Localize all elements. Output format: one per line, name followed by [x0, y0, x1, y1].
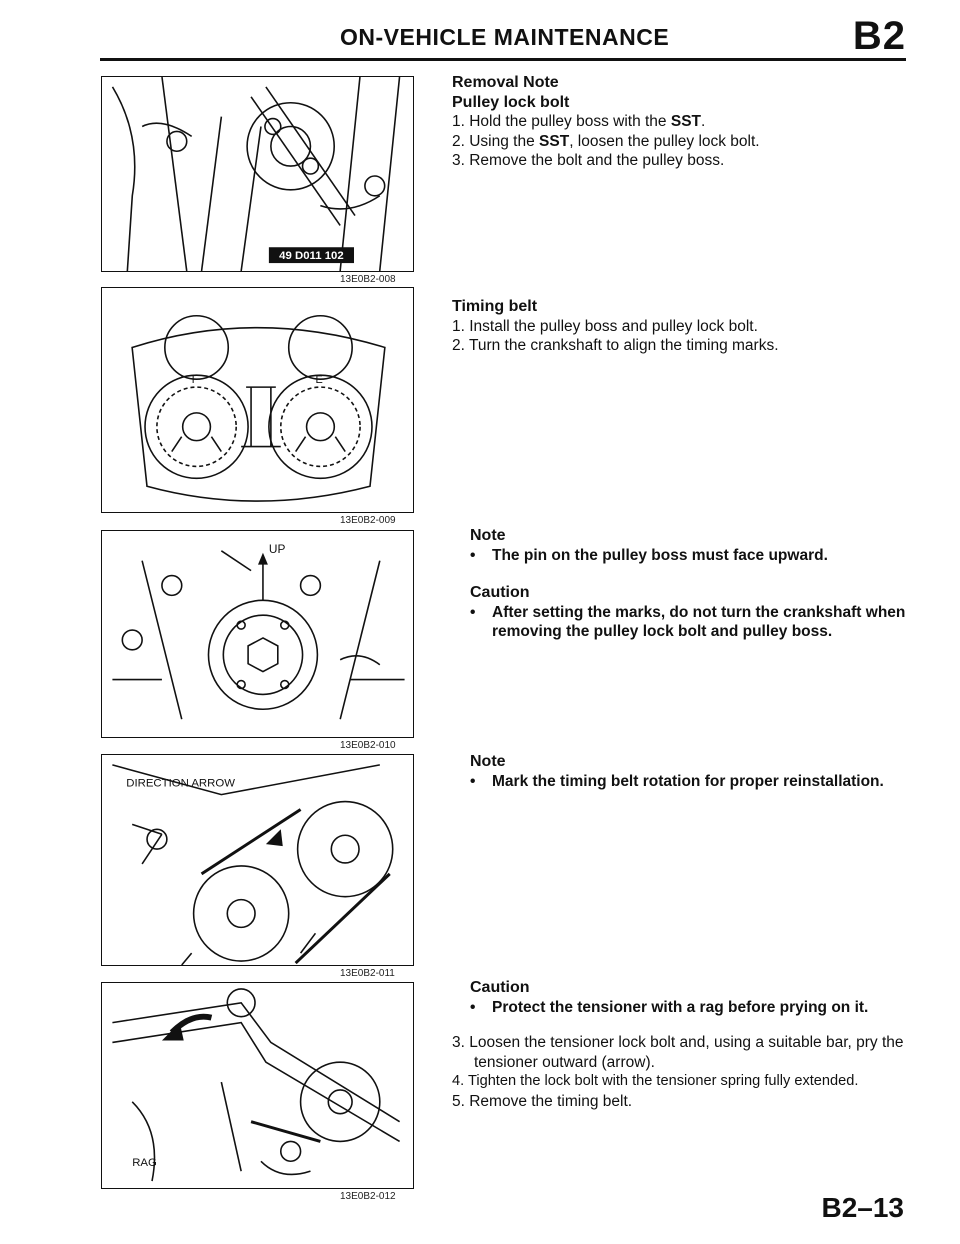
pulley-lock-bolt-heading: Pulley lock bolt [452, 93, 570, 111]
figure-belt-direction-drawing: DIRECTION ARROW [112, 764, 394, 965]
bullet-dot: • [470, 772, 476, 790]
removal-step-5-remove-belt: 5. Remove the timing belt. [452, 1092, 633, 1110]
figure-code: 13E0B2-011 [340, 968, 395, 979]
tool-number-label: 49 D011 102 [279, 250, 344, 262]
timing-belt-section: Timing belt 1. Install the pulley boss a… [452, 297, 912, 356]
figure-pulley-lock-bolt: 49 D011 102 [101, 76, 414, 272]
step-text: , loosen the pulley lock bolt. [569, 132, 760, 150]
step-text: 1. Hold the pulley boss with the [452, 113, 671, 130]
sst-term: SST [670, 113, 702, 130]
step-text: 2. Using the [452, 132, 540, 150]
note-text: The pin on the pulley boss must face upw… [492, 546, 828, 564]
caution-text: Protect the tensioner with a rag before … [492, 998, 869, 1016]
caution-bullet: • Protect the tensioner with a rag before… [470, 998, 912, 1018]
timing-step-2: 2. Turn the crankshaft to align the timi… [452, 337, 779, 354]
removal-note-heading: Removal Note [452, 74, 559, 91]
figure-tensioner-rag: RAG [101, 982, 414, 1189]
up-label: UP [269, 542, 286, 556]
removal-step-3: 3. Remove the bolt and the pulley boss. [452, 152, 725, 169]
bullet-dot: • [470, 546, 476, 564]
sst-term: SST [539, 132, 570, 150]
caution-label: Caution [470, 584, 530, 601]
header-rule [100, 58, 906, 61]
direction-arrow-label: DIRECTION ARROW [126, 778, 235, 790]
figure-pulley-boss-up: UP [101, 530, 414, 738]
note-bullet: • The pin on the pulley boss must face up… [470, 546, 910, 566]
note-bullet: • Mark the timing belt rotation for prope… [470, 772, 910, 792]
figure-timing-marks-drawing: I E [131, 314, 386, 502]
exhaust-mark-label: E [315, 374, 322, 386]
figure-code: 13E0B2-012 [340, 1191, 396, 1202]
figure-tensioner-drawing: RAG [112, 988, 401, 1182]
step-text: . [701, 113, 706, 130]
note-label: Note [470, 753, 506, 770]
figure-pulley-boss-drawing: UP [112, 542, 405, 720]
figure-code: 13E0B2-008 [340, 274, 396, 285]
rag-label: RAG [132, 1157, 157, 1169]
figure-timing-marks: I E [101, 287, 414, 513]
figure-code: 13E0B2-009 [340, 515, 396, 526]
removal-step-2: 2. Using the SST, loosen the pulley lock… [452, 132, 912, 152]
figure-code: 13E0B2-010 [340, 740, 396, 751]
timing-step-1: 1. Install the pulley boss and pulley lo… [452, 317, 758, 335]
note-text: Mark the timing belt rotation for proper… [492, 772, 884, 790]
caution-bullet: • After setting the marks, do not turn th… [470, 603, 910, 642]
page-header-title: ON-VEHICLE MAINTENANCE [340, 24, 670, 50]
caution-text: After setting the marks, do not turn the… [492, 603, 906, 641]
timing-belt-heading: Timing belt [452, 298, 538, 315]
figure-belt-direction: DIRECTION ARROW [101, 754, 414, 966]
caution-steps-block: Caution • Protect the tensioner with a ra… [452, 978, 912, 1111]
figure-pulley-lock-bolt-drawing: 49 D011 102 [111, 77, 401, 271]
note-label: Note [470, 527, 506, 544]
removal-step-3-tensioner: 3. Loosen the tensioner lock bolt and, u… [452, 1034, 904, 1071]
removal-note-section: Removal Note Pulley lock bolt 1. Hold th… [452, 73, 912, 171]
note-caution-block-1: Note • The pin on the pulley boss must fa… [470, 526, 910, 642]
removal-step-4-tighten: 4. Tighten the lock bolt with the tensio… [452, 1073, 859, 1089]
removal-step-1: 1. Hold the pulley boss with the SST. [452, 112, 912, 132]
section-code: B2 [852, 14, 906, 58]
page-number: B2–13 [821, 1192, 904, 1223]
caution-label: Caution [470, 979, 530, 996]
bullet-dot: • [470, 603, 476, 621]
bullet-dot: • [470, 998, 476, 1016]
intake-mark-label: I [192, 374, 195, 386]
note-block-2: Note • Mark the timing belt rotation for … [470, 752, 910, 791]
